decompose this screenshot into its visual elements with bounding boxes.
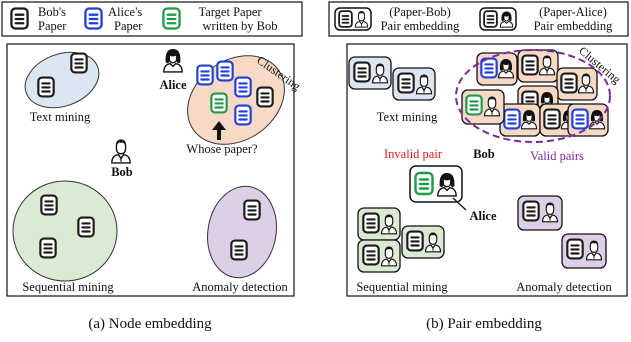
label-bob-right: Bob [473,147,495,161]
bob-paper-icon [37,76,55,98]
legend-paper-bob-line2: Pair embedding [381,19,461,33]
pair-clustering [517,49,559,83]
left-legend-box [1,1,303,37]
pair-bob-legend-icon [334,7,372,31]
pair-sequential [357,207,401,241]
bob-paper-icon [230,239,248,261]
bob-paper-icon [39,237,57,259]
legend-paper-alice-line2: Pair embedding [534,19,614,33]
label-valid-pairs: Valid pairs [530,149,584,163]
bob-paper-icon [256,86,274,108]
label-invalid-pair: Invalid pair [384,147,443,161]
legend-alice-paper-line2: Paper [114,19,143,33]
label-alice: Alice [159,78,187,92]
label-alice-right: Alice [469,209,497,223]
legend-target-paper-line1: Target Paper [198,5,262,19]
bob-paper-icon [40,194,58,216]
pair-sequential [401,225,445,259]
pair-clustering [567,103,609,137]
alice-pointer-line [452,197,467,211]
pair-invalid [409,165,463,203]
pair-alice-legend-icon [479,7,517,31]
legend-target-paper-line2: written by Bob [203,19,278,33]
bob-paper-icon [10,7,29,30]
pair-clustering [499,103,541,137]
pair-anomaly [561,233,607,269]
valid-pairs-ellipse [455,49,611,143]
bob-paper-icon [70,52,88,74]
bob-paper-icon [243,199,261,221]
right-panel: (Paper-Bob) Pair embedding (Paper-Alice)… [328,1,629,332]
label-text-mining: Text mining [30,110,91,124]
alice-paper-icon [234,104,252,126]
pair-text-mining [348,56,392,90]
target-paper-icon [210,92,228,114]
legend-paper-bob-line1: (Paper-Bob) [389,5,451,19]
cluster-sequential-mining [12,180,118,282]
alice-paper-icon [84,7,103,30]
legend-bob-paper-line1: Bob's [38,5,66,19]
left-panel: Bob's Paper Alice's Paper Target Paper w… [1,1,303,332]
label-sequential-mining: Sequential mining [22,280,114,294]
pair-text-mining [392,67,436,101]
caption-pair-embedding: (b) Pair embedding [426,316,542,332]
pair-clustering [476,52,518,86]
caption-node-embedding: (a) Node embedding [88,316,212,332]
bob-paper-icon [77,216,95,238]
legend-paper-alice-line1: (Paper-Alice) [539,5,607,19]
arrow-up-icon [212,121,226,140]
alice-paper-icon [216,60,234,82]
label-whose-paper: Whose paper? [186,142,258,156]
alice-paper-icon [234,76,252,98]
pair-sequential [357,239,401,273]
pair-anomaly [517,195,563,231]
pair-target-bob [461,89,505,125]
pair-clustering [556,67,598,101]
label-text-mining-right: Text mining [377,110,438,124]
legend-alice-paper-line1: Alice's [108,5,142,19]
target-paper-icon [162,7,181,30]
legend-bob-paper-line2: Paper [38,19,67,33]
alice-paper-icon [196,64,214,86]
label-sequential-mining-right: Sequential mining [356,280,448,294]
right-legend-box [328,1,629,37]
label-anomaly-detection: Anomaly detection [192,280,288,294]
label-anomaly-detection-right: Anomaly detection [516,280,612,294]
label-bob: Bob [111,165,133,179]
